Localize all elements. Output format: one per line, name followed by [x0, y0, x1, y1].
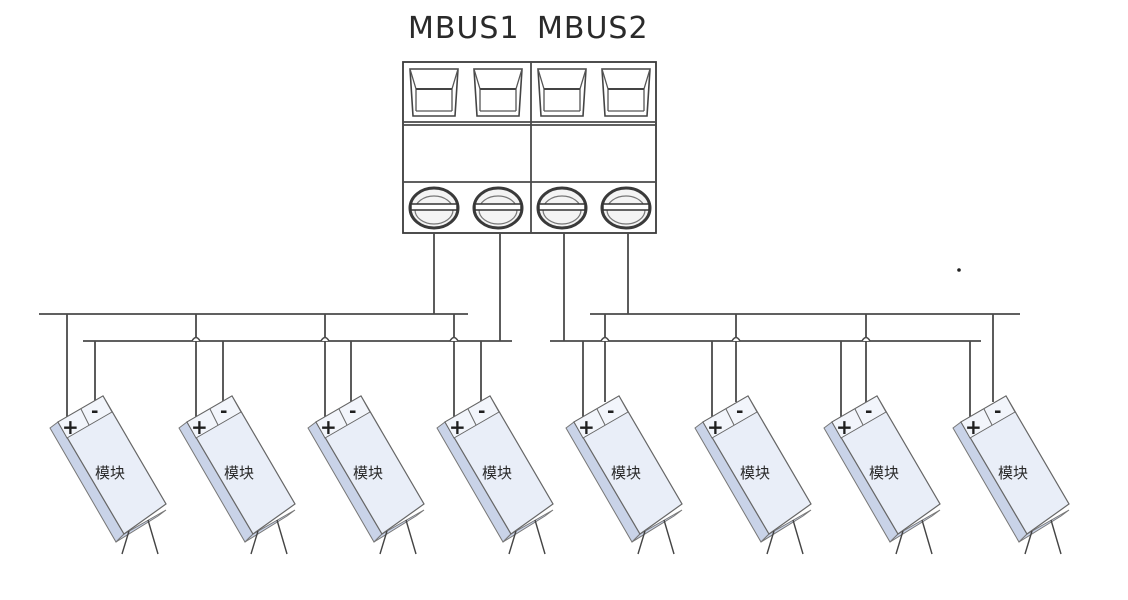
wire-crossover-hop — [861, 336, 871, 342]
bus-wiring — [39, 233, 1020, 430]
module-output-lead-1 — [1024, 530, 1033, 555]
wire-crossover-hop — [731, 336, 741, 342]
module-label: 模块 — [869, 464, 899, 482]
module-minus-label: - — [220, 401, 227, 422]
module-terminal-divider — [983, 408, 993, 426]
title-mbus1: MBUS1 — [408, 11, 520, 46]
screw-slot — [410, 203, 458, 211]
terminal-window-3 — [537, 68, 587, 117]
module-1: +- 模块 — [49, 395, 167, 555]
terminal-window-frame — [409, 68, 459, 117]
module-output-lead-1 — [379, 530, 388, 555]
module-label: 模块 — [611, 464, 641, 482]
module-plus-label: + — [320, 415, 337, 439]
stray-dot — [957, 268, 961, 272]
module-minus-label: - — [91, 401, 98, 422]
module-terminal-divider — [854, 408, 864, 426]
terminal-screw-3-icon — [536, 186, 588, 230]
terminal-window-4 — [601, 68, 651, 117]
module-minus-label: - — [736, 401, 743, 422]
module-output-lead-2 — [792, 519, 804, 555]
title-mbus2: MBUS2 — [537, 11, 649, 46]
wire-crossover-hop — [320, 336, 330, 342]
terminal-screw-2-icon — [472, 186, 524, 230]
module-7: +- 模块 — [823, 395, 941, 555]
module-terminal-divider — [209, 408, 219, 426]
module-3: +- 模块 — [307, 395, 425, 555]
module-plus-label: + — [836, 415, 853, 439]
terminal-block — [402, 61, 657, 234]
module-label: 模块 — [998, 464, 1028, 482]
screw-slot — [602, 203, 650, 211]
module-label: 模块 — [482, 464, 512, 482]
module-output-lead-2 — [1050, 519, 1062, 555]
module-output-lead-2 — [405, 519, 417, 555]
module-output-lead-1 — [895, 530, 904, 555]
terminal-window-frame — [473, 68, 523, 117]
module-terminal-divider — [80, 408, 90, 426]
module-4: +- 模块 — [436, 395, 554, 555]
module-plus-label: + — [965, 415, 982, 439]
module-terminal-divider — [467, 408, 477, 426]
terminal-window-frame — [537, 68, 587, 117]
module-output-lead-2 — [276, 519, 288, 555]
screw-slot — [538, 203, 586, 211]
module-8: +- 模块 — [952, 395, 1070, 555]
module-label: 模块 — [95, 464, 125, 482]
module-plus-label: + — [62, 415, 79, 439]
screw-slot — [474, 203, 522, 211]
module-minus-label: - — [349, 401, 356, 422]
module-minus-label: - — [865, 401, 872, 422]
module-6: +- 模块 — [694, 395, 812, 555]
terminal-window-1 — [409, 68, 459, 117]
module-label: 模块 — [740, 464, 770, 482]
wire-crossover-hop — [191, 336, 201, 342]
module-output-lead-1 — [766, 530, 775, 555]
module-plus-label: + — [707, 415, 724, 439]
terminal-window-frame — [601, 68, 651, 117]
module-output-lead-2 — [921, 519, 933, 555]
wire-crossover-hop — [600, 336, 610, 342]
module-minus-label: - — [478, 401, 485, 422]
module-label: 模块 — [353, 464, 383, 482]
module-output-lead-2 — [534, 519, 546, 555]
module-output-lead-1 — [121, 530, 130, 555]
module-terminal-divider — [338, 408, 348, 426]
module-terminal-divider — [725, 408, 735, 426]
terminal-window-2 — [473, 68, 523, 117]
terminal-screw-1-icon — [408, 186, 460, 230]
module-5: +- 模块 — [565, 395, 683, 555]
module-output-lead-2 — [663, 519, 675, 555]
module-output-lead-1 — [637, 530, 646, 555]
module-minus-label: - — [607, 401, 614, 422]
module-output-lead-2 — [147, 519, 159, 555]
modules: +-模块+-模块+-模块+-模块+-模块+-模块+-模块+-模块 — [49, 395, 1070, 555]
wire-crossover-hop — [449, 336, 459, 342]
module-plus-label: + — [449, 415, 466, 439]
module-label: 模块 — [224, 464, 254, 482]
module-plus-label: + — [578, 415, 595, 439]
module-minus-label: - — [994, 401, 1001, 422]
module-terminal-divider — [596, 408, 606, 426]
module-2: +- 模块 — [178, 395, 296, 555]
module-output-lead-1 — [250, 530, 259, 555]
module-output-lead-1 — [508, 530, 517, 555]
terminal-screw-4-icon — [600, 186, 652, 230]
module-plus-label: + — [191, 415, 208, 439]
